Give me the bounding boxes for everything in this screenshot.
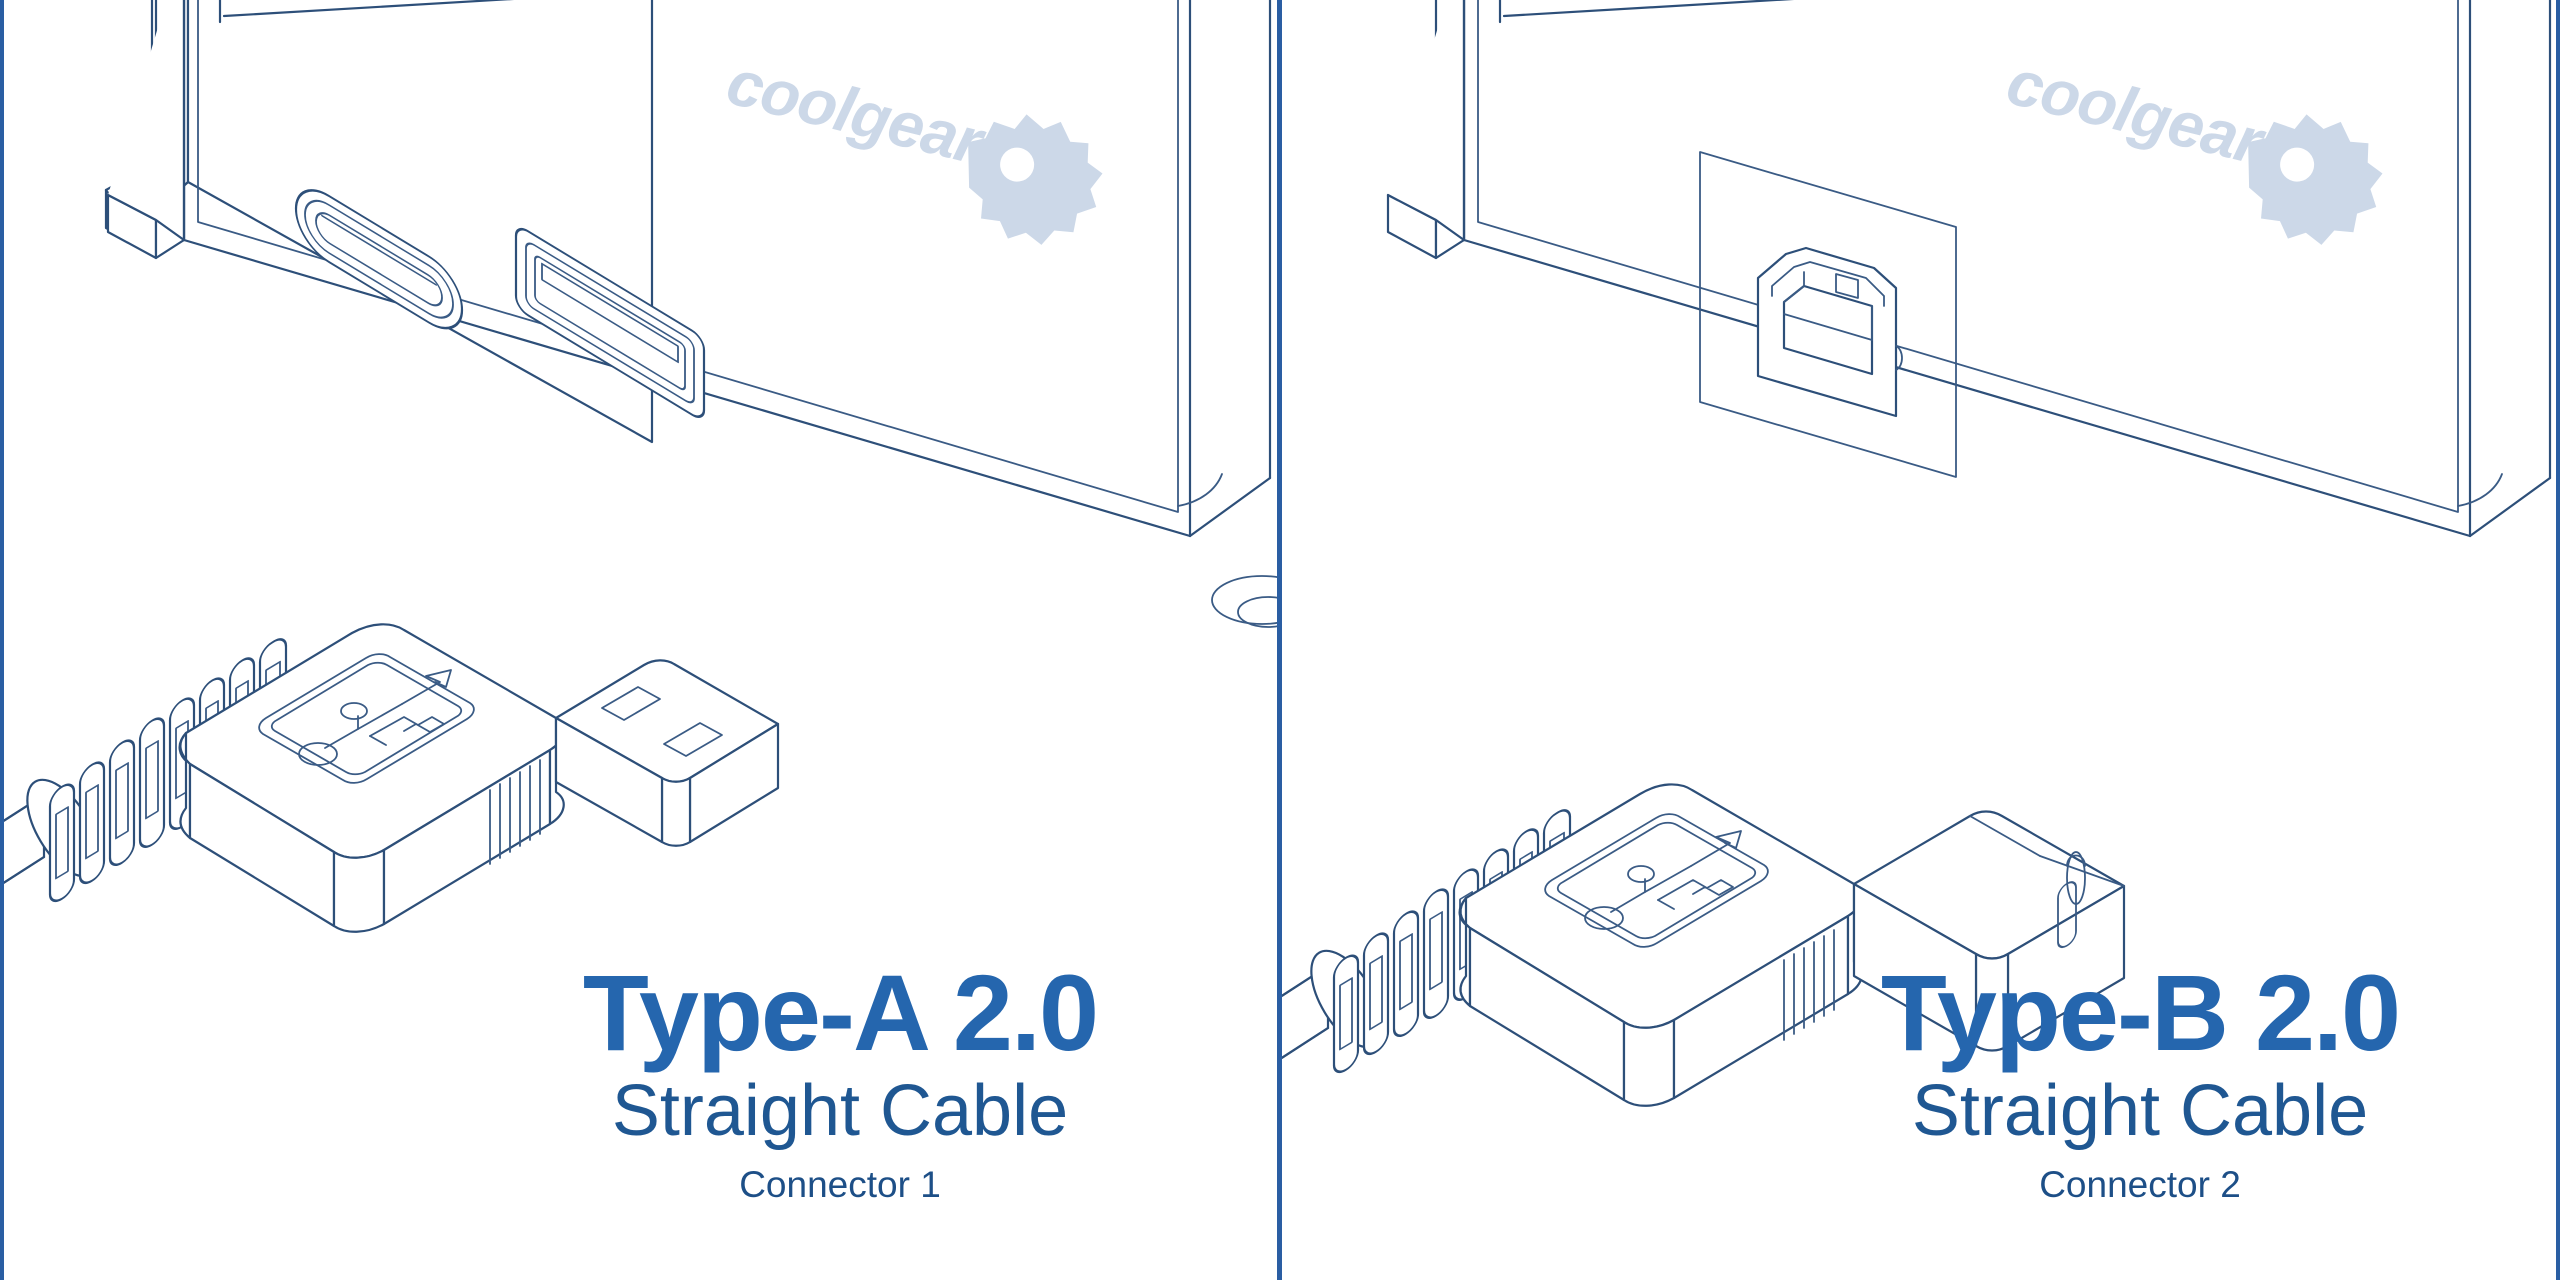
usb-type-b-connector (1458, 783, 2126, 1107)
connector-ribs-right (1783, 929, 1835, 1041)
usb-trident-icon-right (1544, 813, 1769, 948)
device-body-right (1386, 0, 2552, 538)
logo-wordmark: coolgear (2000, 45, 2272, 178)
type-a-illustration: coolgear (0, 0, 1280, 933)
coolgear-logo-right: coolgear (2000, 45, 2383, 245)
panel-type-a: coolgear (0, 0, 1280, 1205)
type-b-illustration: coolgear (1280, 0, 2552, 1107)
usb-a-plug-shell-left (554, 659, 780, 847)
panel-type-b: coolgear (1280, 0, 2560, 1280)
usb-b-plug-shell-right (1852, 810, 2126, 1052)
device-body-left (106, 0, 1272, 538)
device-top-surface-left (218, 0, 515, 24)
usb-c-port-left (294, 189, 464, 330)
usb-b-port-right (1699, 151, 1957, 478)
usb-type-a-connector (178, 623, 780, 933)
connector-ribs-left (489, 759, 541, 865)
usb-trident-icon-left (258, 653, 475, 784)
mount-hole-left (1211, 575, 1280, 628)
panel-divider (1277, 0, 1282, 1280)
usb-a-port-left (514, 227, 706, 418)
frame-border-right (2556, 0, 2560, 1280)
frame-border-left (0, 0, 4, 1280)
